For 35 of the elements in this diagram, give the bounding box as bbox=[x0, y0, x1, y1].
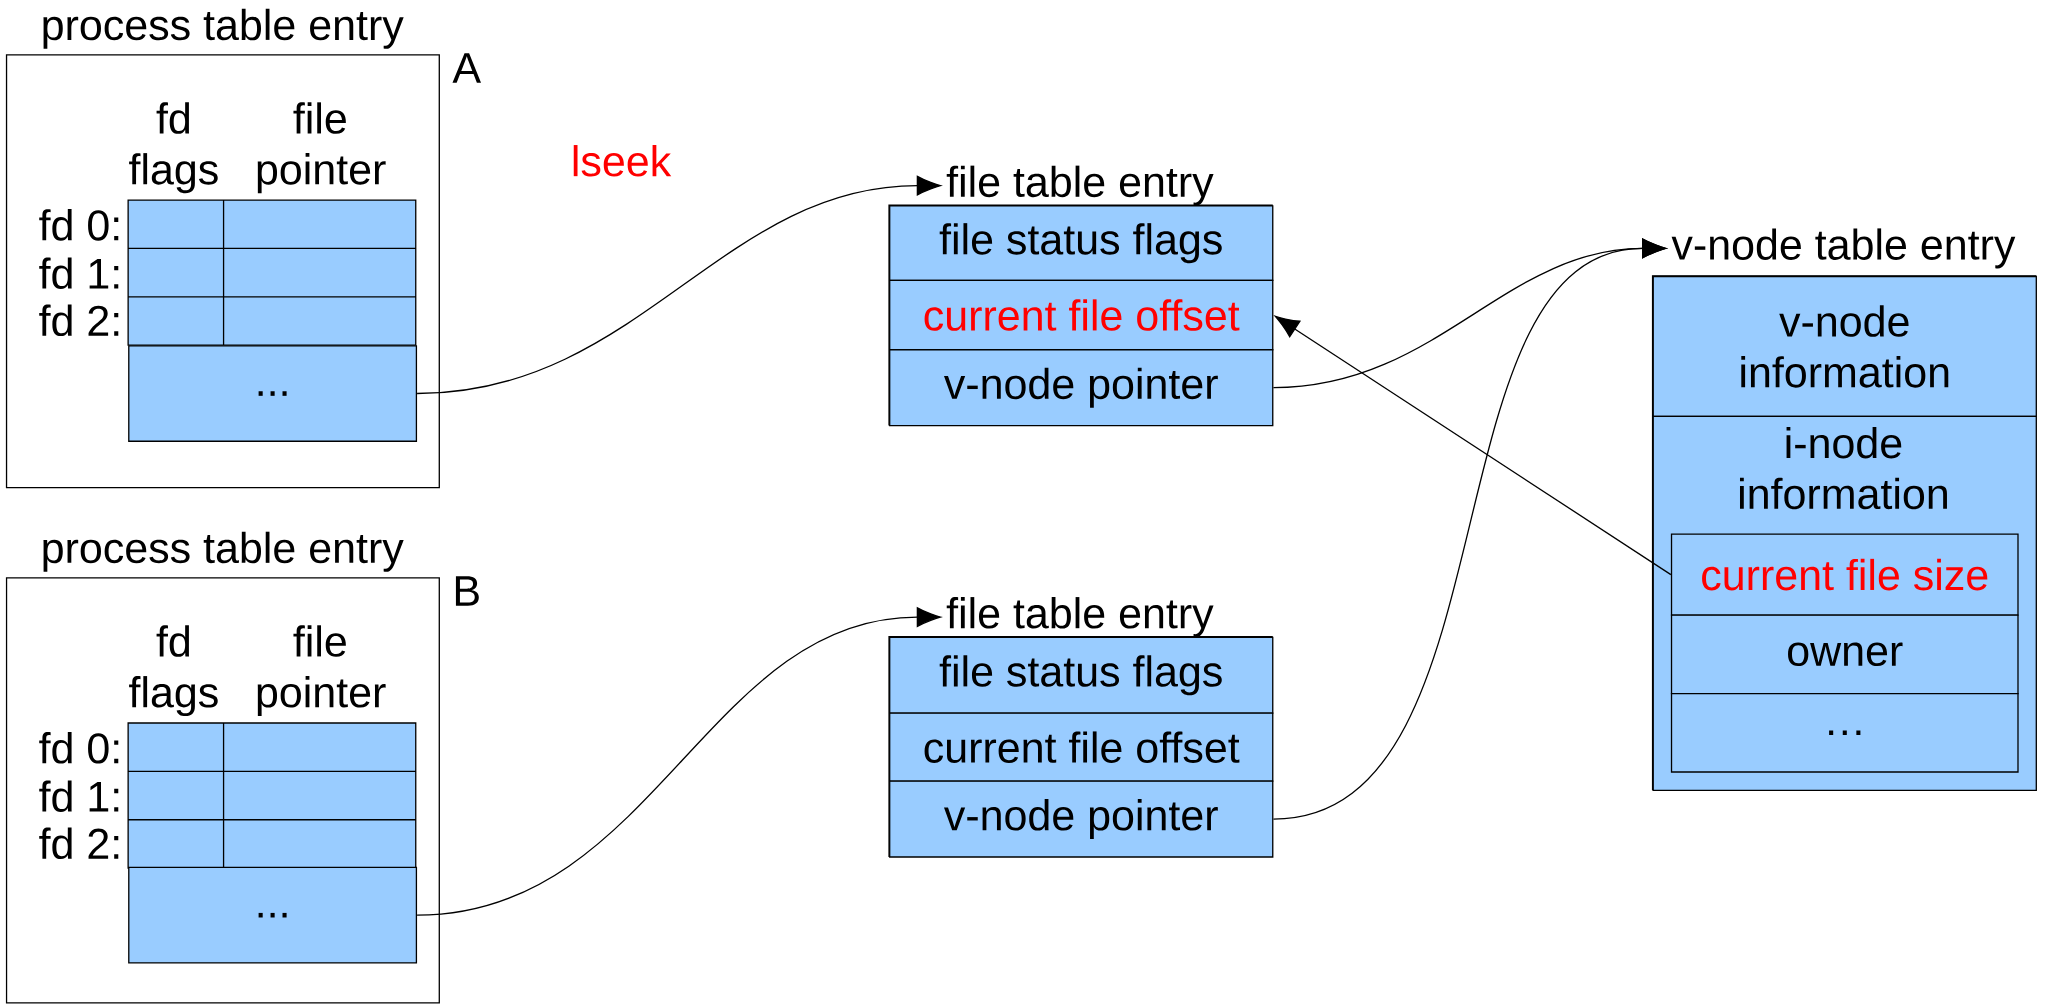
column-header: fd flags bbox=[129, 102, 218, 194]
row-label: fd 2: bbox=[39, 827, 119, 859]
arrow bbox=[416, 607, 941, 916]
heading: v-node table entry bbox=[1671, 228, 2016, 269]
column-header: file pointer bbox=[257, 625, 386, 717]
box-letter: B bbox=[455, 576, 479, 606]
table-row: v-node pointer bbox=[889, 780, 1274, 858]
table-row: v-node information bbox=[1652, 275, 2037, 418]
heading: process table entry bbox=[43, 8, 404, 49]
table-row: ... bbox=[128, 866, 418, 964]
arrow bbox=[1272, 238, 1667, 820]
row-label: fd 0: bbox=[39, 209, 119, 241]
table-row: ... bbox=[128, 345, 418, 442]
row-text: i-node information bbox=[1740, 426, 1947, 510]
table-row: owner bbox=[1670, 614, 2019, 695]
function-name: lseek bbox=[573, 145, 672, 177]
row-label: fd 1: bbox=[39, 780, 119, 812]
table-row: … bbox=[1670, 692, 2019, 773]
row-label: fd 1: bbox=[39, 257, 119, 289]
column-header: fd flags bbox=[129, 625, 218, 717]
heading: file table entry bbox=[946, 597, 1214, 638]
table-row: current file size bbox=[1670, 533, 2019, 616]
column-header: file pointer bbox=[257, 102, 386, 194]
heading: process table entry bbox=[43, 531, 404, 572]
row-label: fd 0: bbox=[39, 732, 119, 764]
table-row: v-node pointer bbox=[889, 349, 1274, 427]
arrow bbox=[416, 175, 941, 395]
heading: file table entry bbox=[946, 165, 1214, 206]
table-row: current file offset bbox=[889, 279, 1274, 351]
box-letter: A bbox=[452, 53, 481, 83]
arrow bbox=[1274, 315, 1672, 576]
row-label: fd 2: bbox=[39, 304, 119, 337]
table-row: file status flags bbox=[889, 636, 1274, 714]
table-row: current file offset bbox=[889, 712, 1274, 782]
table-row: file status flags bbox=[889, 205, 1274, 282]
